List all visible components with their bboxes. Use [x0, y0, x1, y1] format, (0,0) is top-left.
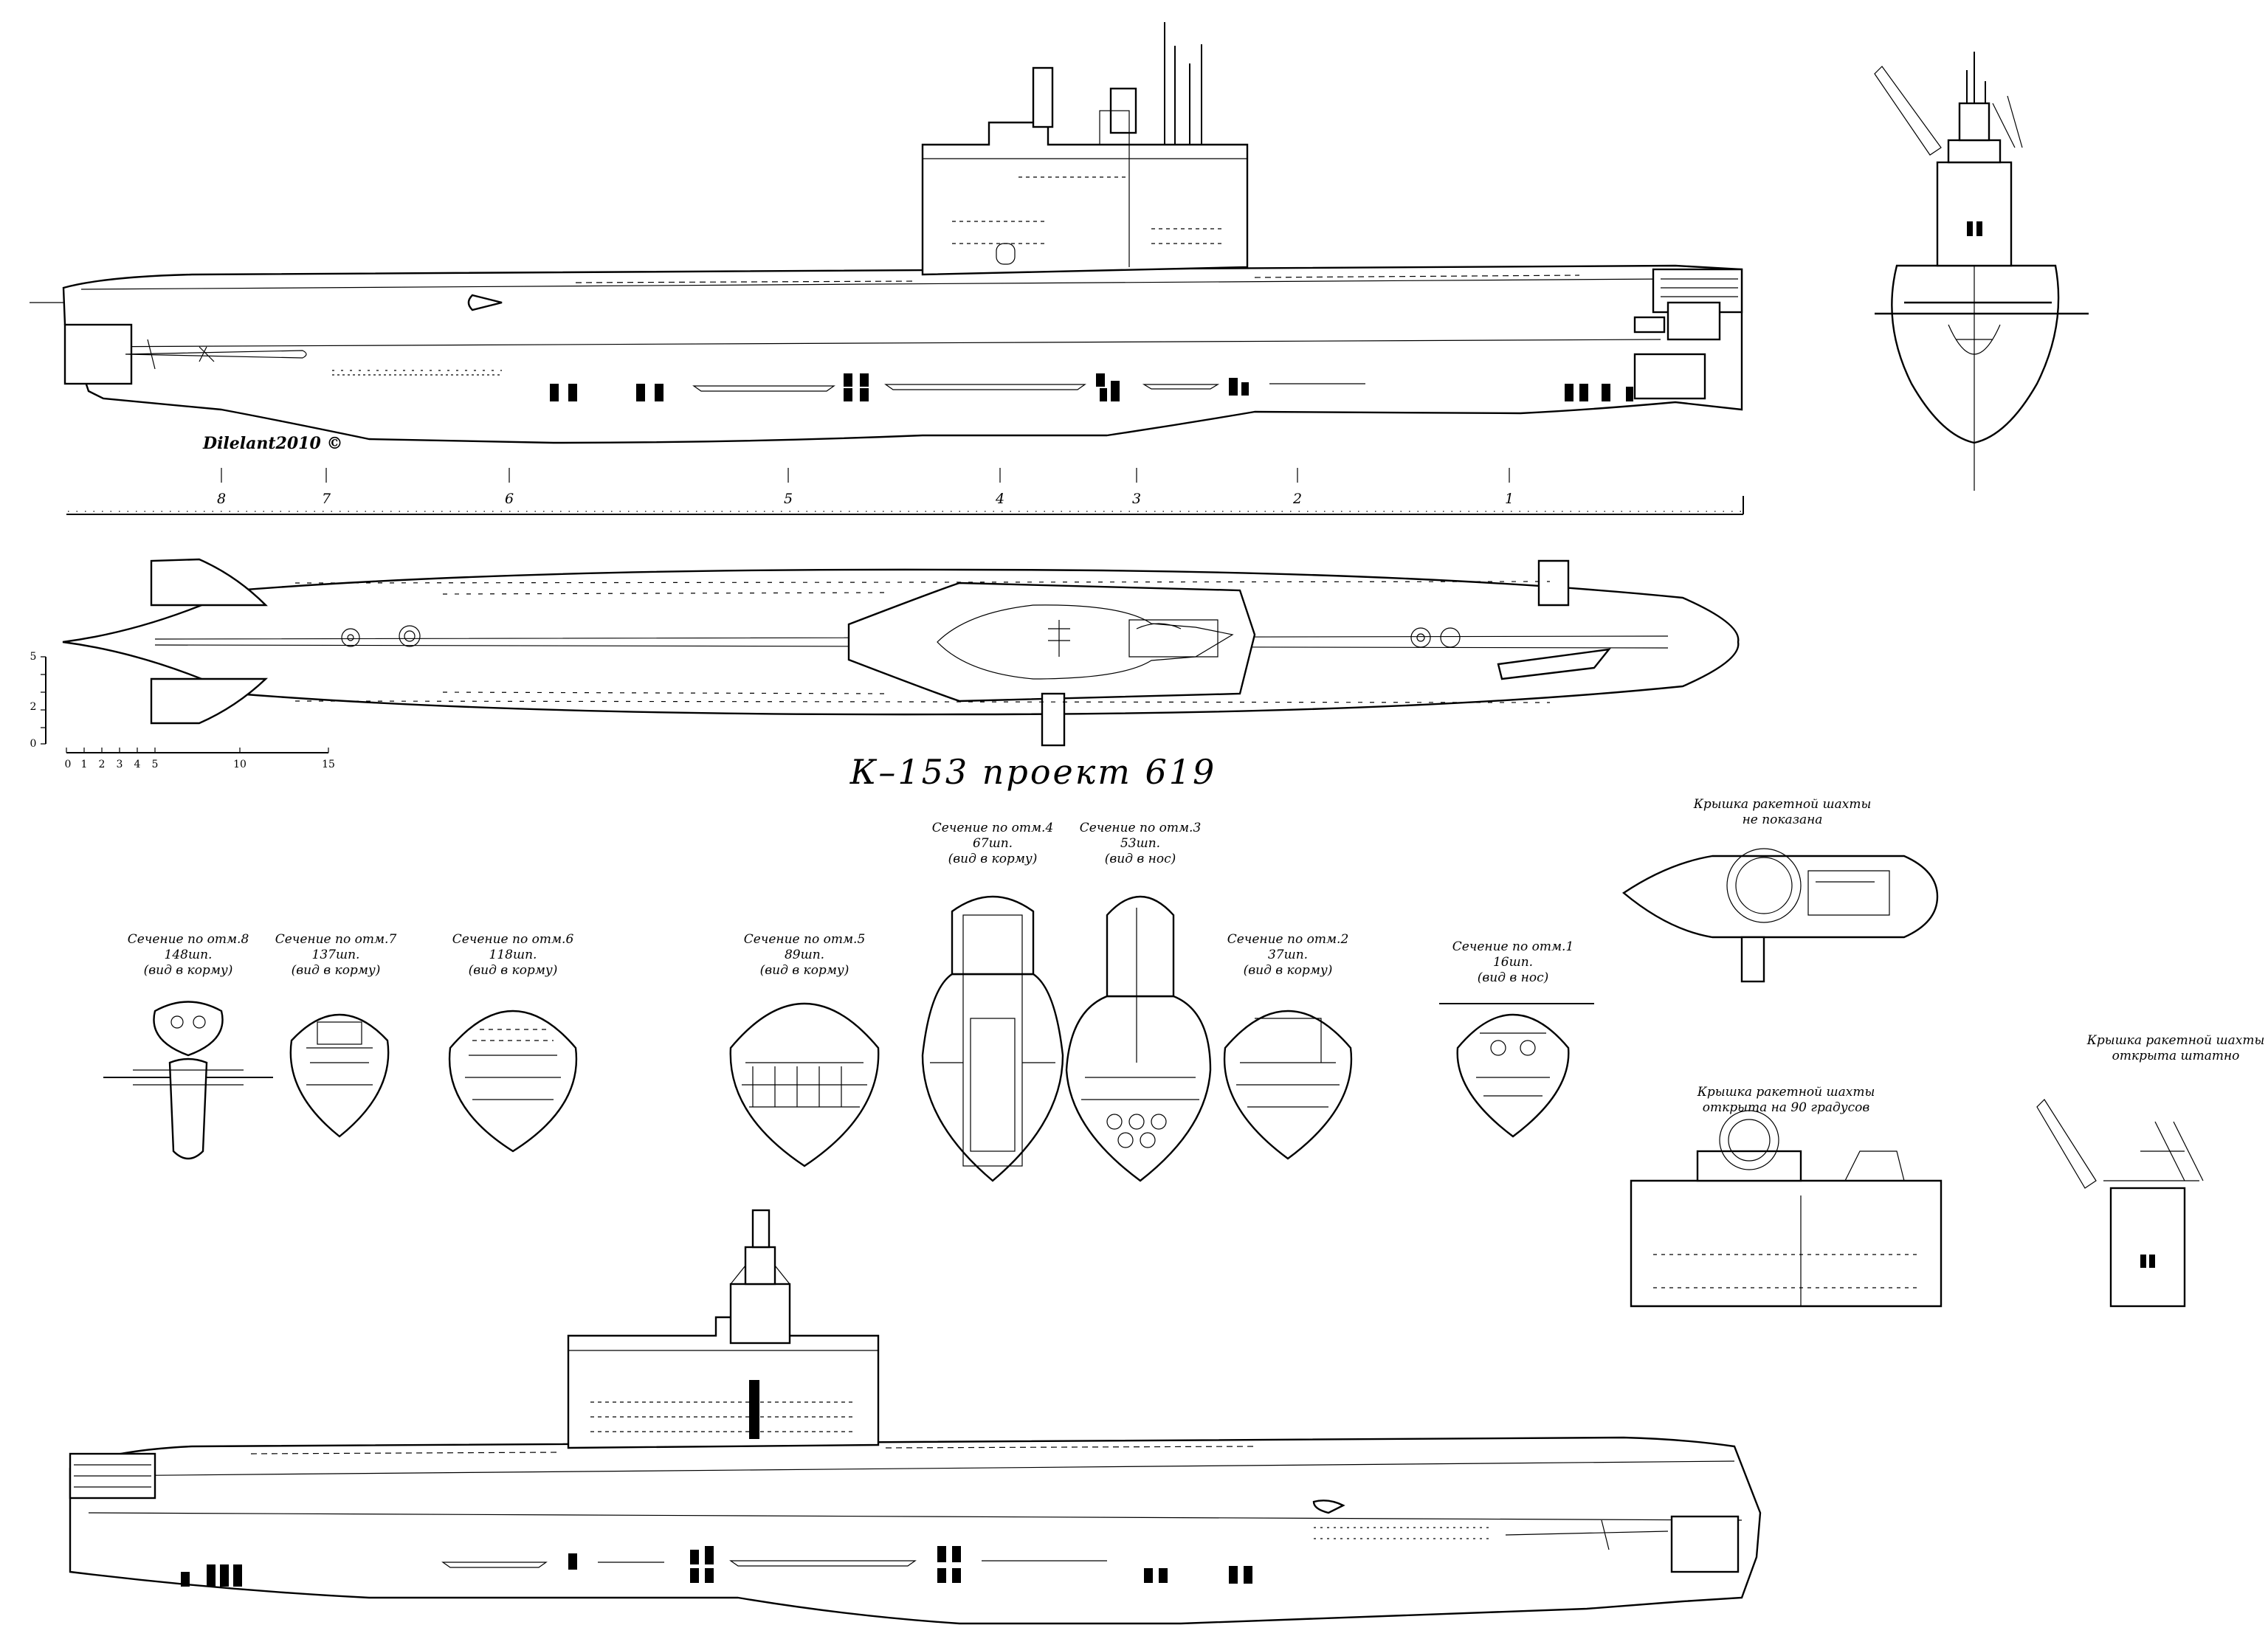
- hscale-3: 3: [117, 759, 123, 770]
- section-label: 118шп.: [489, 948, 537, 962]
- hscale-15: 15: [322, 759, 335, 770]
- section-label: (вид в нос): [1105, 852, 1176, 866]
- section-label: Сечение по отм.6: [452, 932, 574, 947]
- horizontal-scale: 0 1 2 3 4 5 10 15: [65, 748, 335, 770]
- frame-marks: 8 7 6 5 4 3 2 1: [217, 468, 1514, 507]
- hscale-1: 1: [81, 759, 88, 770]
- section-label: 148шп.: [165, 948, 213, 962]
- lid-note: не показана: [1743, 812, 1823, 827]
- signature: Dilelant2010 ©: [202, 434, 342, 453]
- section-label: (вид в корму): [144, 963, 233, 978]
- section-3-drawing: [1065, 896, 1212, 1182]
- section-label: 137шп.: [312, 948, 360, 962]
- side-profile-top: Dilelant2010 ©: [30, 22, 1743, 453]
- vscale-0: 0: [30, 738, 37, 750]
- long-ruler: [66, 496, 1744, 515]
- plan-view: [62, 558, 1740, 747]
- section-label: (вид в корму): [760, 963, 849, 978]
- section-label: 16шп.: [1493, 955, 1533, 970]
- vertical-scale: 5 2 0: [30, 651, 46, 750]
- vscale-5: 5: [30, 651, 37, 663]
- section-8-drawing: [103, 1001, 273, 1160]
- section-label: 37шп.: [1268, 948, 1308, 962]
- frame-mark-label: 8: [217, 491, 226, 507]
- section-label: Сечение по отм.4: [932, 821, 1054, 835]
- section-label: Сечение по отм.5: [744, 932, 866, 947]
- section-label: 89шп.: [785, 948, 824, 962]
- section-1-drawing: [1439, 1003, 1594, 1138]
- hscale-10: 10: [233, 759, 247, 770]
- hscale-0: 0: [65, 759, 72, 770]
- lid-open-std-front: [2036, 1099, 2204, 1308]
- section-label: 53шп.: [1120, 836, 1160, 851]
- frame-mark-label: 6: [505, 491, 514, 507]
- hscale-2: 2: [99, 759, 106, 770]
- section-5-drawing: [729, 1003, 880, 1167]
- hscale-4: 4: [134, 759, 141, 770]
- section-2-drawing: [1223, 1010, 1353, 1160]
- section-label: Сечение по отм.7: [275, 932, 397, 947]
- section-label: Сечение по отм.8: [128, 932, 249, 947]
- lid-note: открыта на 90 градусов: [1703, 1100, 1870, 1115]
- frame-mark-label: 2: [1292, 491, 1302, 507]
- frame-mark-label: 3: [1132, 491, 1141, 507]
- hscale-5: 5: [152, 759, 159, 770]
- lid-note: открыта штатно: [2112, 1049, 2240, 1063]
- vscale-2: 2: [30, 701, 37, 713]
- lid-open-90-side: [1630, 1110, 1943, 1308]
- frame-mark-label: 4: [995, 491, 1004, 507]
- frame-mark-label: 5: [784, 491, 793, 507]
- side-profile-bottom: [69, 1209, 1762, 1625]
- cross-sections: [103, 895, 1594, 1182]
- section-label: (вид в корму): [948, 852, 1038, 866]
- front-view: [1874, 52, 2089, 491]
- lid-note: Крышка ракетной шахты: [2086, 1033, 2265, 1048]
- drawing-title: К–153 проект 619: [849, 752, 1217, 792]
- lid-not-shown-plan: [1621, 848, 1939, 983]
- section-label: Сечение по отм.3: [1080, 821, 1202, 835]
- section-7-drawing: [289, 1013, 390, 1138]
- section-label: (вид в корму): [469, 963, 558, 978]
- section-label: Сечение по отм.2: [1227, 932, 1349, 947]
- section-4-drawing: [921, 895, 1064, 1182]
- section-label: (вид в корму): [1244, 963, 1333, 978]
- section-label: Сечение по отм.1: [1452, 939, 1574, 954]
- frame-mark-label: 1: [1505, 491, 1514, 507]
- frame-mark-label: 7: [322, 491, 331, 507]
- lid-note: Крышка ракетной шахты: [1697, 1085, 1875, 1100]
- section-label: (вид в нос): [1478, 970, 1549, 985]
- lid-note: Крышка ракетной шахты: [1693, 797, 1872, 812]
- section-label: 67шп.: [973, 836, 1013, 851]
- section-6-drawing: [448, 1010, 578, 1153]
- section-label: (вид в корму): [292, 963, 381, 978]
